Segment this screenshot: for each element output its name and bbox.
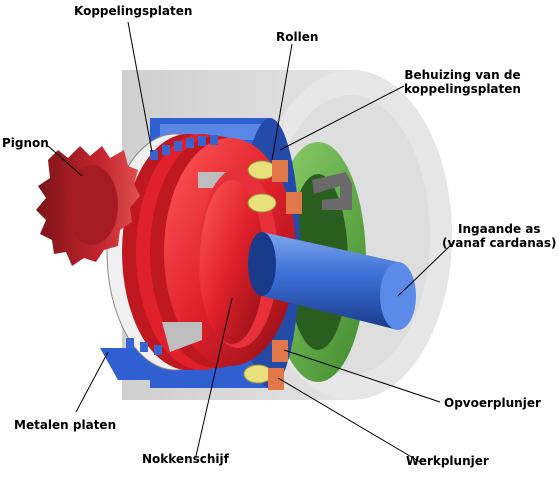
leader-pignon	[47, 145, 83, 177]
label-ingaande-line2: (vanaf cardanas)	[442, 236, 557, 250]
label-behuizing-line1: Behuizing van de	[404, 68, 521, 82]
cam-disc	[198, 168, 278, 348]
leader-opvoerplunjer	[283, 349, 441, 403]
input-shaft	[248, 232, 416, 330]
label-nokkenschijf: Nokkenschijf	[142, 452, 229, 466]
label-metalen-platen: Metalen platen	[14, 418, 117, 432]
leader-nokkenschijf	[195, 297, 233, 457]
label-pignon: Pignon	[2, 136, 49, 150]
leader-rollen	[271, 43, 293, 161]
leader-werkplunjer	[277, 377, 421, 463]
label-behuizing: Behuizing van de koppelingsplaten	[404, 68, 521, 96]
label-ingaande-as: Ingaande as (vanaf cardanas)	[442, 222, 557, 250]
label-opvoerplunjer: Opvoerplunjer	[444, 396, 541, 410]
label-rollen: Rollen	[276, 30, 319, 44]
leader-ingaande-as	[397, 241, 455, 297]
leader-metalen-platen	[75, 351, 109, 413]
leader-behuizing	[279, 85, 405, 151]
pinion-gear	[36, 146, 140, 266]
label-koppelingsplaten: Koppelingsplaten	[74, 4, 193, 18]
label-behuizing-line2: koppelingsplaten	[404, 82, 521, 96]
leader-lines	[47, 21, 455, 463]
leader-koppelingsplaten	[127, 21, 153, 153]
label-werkplunjer: Werkplunjer	[406, 454, 489, 468]
label-ingaande-line1: Ingaande as	[458, 222, 541, 236]
rollers-and-plungers	[243, 160, 352, 390]
